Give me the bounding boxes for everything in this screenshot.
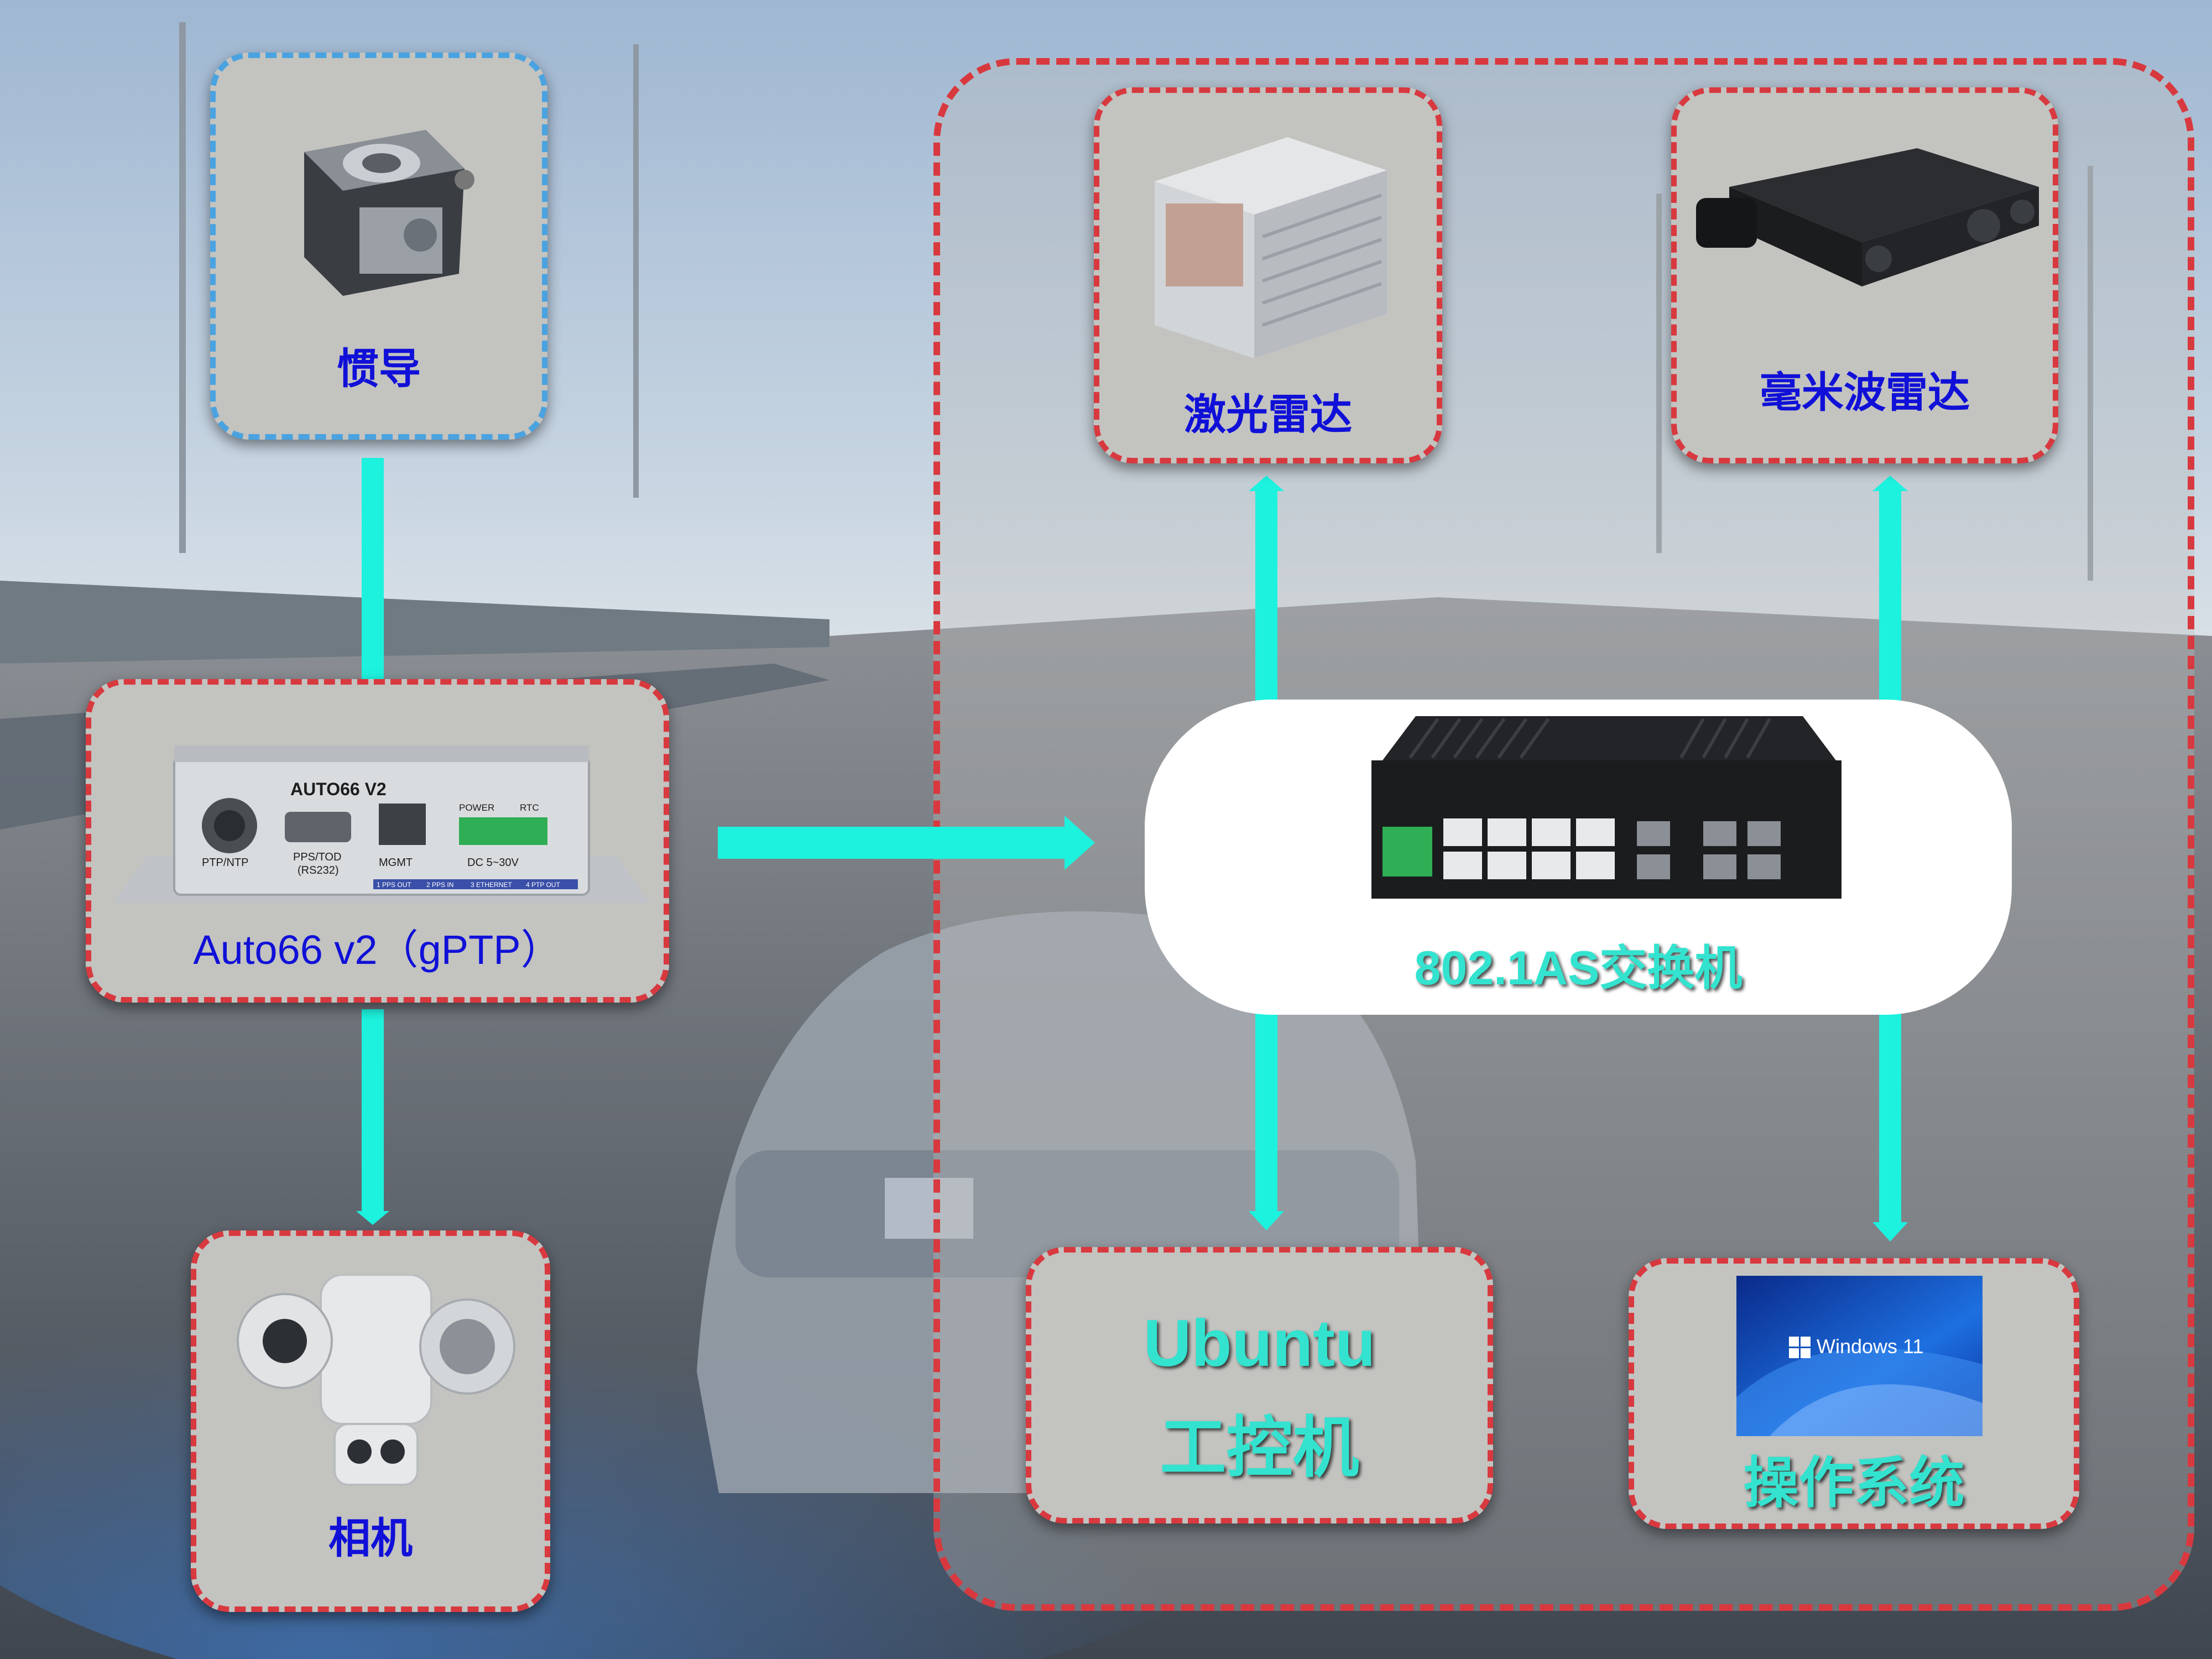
- auto66-pin2-label: 2 PPS IN: [426, 881, 453, 889]
- auto66-label: Auto66 v2（gPTP）: [193, 927, 562, 973]
- auto66-to-switch-line: [718, 827, 1066, 859]
- ubuntu-label-line2: 工控机: [1160, 1410, 1359, 1486]
- auto66-mgmt-port-label: MGMT: [379, 857, 413, 869]
- auto66-pps-port-label: PPS/TOD: [293, 851, 341, 863]
- auto66-dc-label: DC 5~30V: [467, 857, 519, 869]
- os-node: Windows 11 操作系统: [1629, 1258, 2079, 1529]
- os-label: 操作系统: [1743, 1451, 1965, 1515]
- camera-node: 相机: [191, 1230, 550, 1612]
- auto66-model-text: AUTO66 V2: [290, 779, 387, 799]
- radar-node: 毫米波雷达: [1671, 87, 2058, 463]
- imu-node: 惯导: [210, 53, 547, 440]
- auto66-pin4-label: 4 PTP OUT: [526, 881, 560, 889]
- camera-label: 相机: [328, 1514, 413, 1563]
- imu-image: [304, 130, 474, 296]
- lidar-arrowhead: [1249, 476, 1284, 491]
- radar-image: [1696, 148, 2039, 286]
- radar-label: 毫米波雷达: [1760, 368, 1970, 417]
- ubuntu-label-line1: Ubuntu: [1143, 1306, 1376, 1380]
- windows11-logo-text: Windows 11: [1817, 1335, 1923, 1358]
- auto66-ptp-port-label: PTP/NTP: [202, 857, 248, 869]
- auto66-node: AUTO66 V2 PTP/NTP PPS/TOD (RS232) MGMT P…: [86, 679, 669, 1003]
- imu-to-auto66-line: [362, 458, 384, 679]
- auto66-power-label: POWER: [459, 802, 494, 813]
- radar-arrowhead: [1872, 476, 1908, 491]
- switch-arrowhead: [1065, 816, 1095, 870]
- camera-image: [237, 1275, 515, 1486]
- lidar-label: 激光雷达: [1184, 390, 1352, 439]
- camera-arrowhead: [356, 1211, 389, 1225]
- switch-image: [1371, 716, 1841, 899]
- switch-lidar-line: [1255, 489, 1277, 705]
- lidar-image: [1155, 137, 1387, 358]
- switch-os-line: [1879, 1012, 1901, 1225]
- switch-radar-line: [1879, 489, 1901, 705]
- switch-node: 802.1AS交换机: [1145, 700, 2012, 1015]
- lidar-node: 激光雷达: [1094, 87, 1442, 463]
- windows11-image: Windows 11: [1736, 1276, 1983, 1436]
- ubuntu-arrowhead: [1249, 1211, 1284, 1230]
- auto66-pps-port-sublabel: (RS232): [298, 864, 338, 877]
- auto66-pin1-label: 1 PPS OUT: [377, 881, 411, 889]
- switch-ubuntu-line: [1255, 1012, 1277, 1214]
- auto66-device-image: AUTO66 V2 PTP/NTP PPS/TOD (RS232) MGMT P…: [113, 745, 650, 903]
- auto66-pin3-label: 3 ETHERNET: [471, 881, 512, 889]
- switch-label: 802.1AS交换机: [1414, 942, 1743, 995]
- ubuntu-node: Ubuntu 工控机: [1026, 1247, 1493, 1524]
- auto66-rtc-label: RTC: [520, 802, 539, 813]
- auto66-to-camera-line: [362, 1009, 384, 1214]
- imu-label: 惯导: [337, 344, 421, 393]
- os-arrowhead: [1872, 1222, 1908, 1241]
